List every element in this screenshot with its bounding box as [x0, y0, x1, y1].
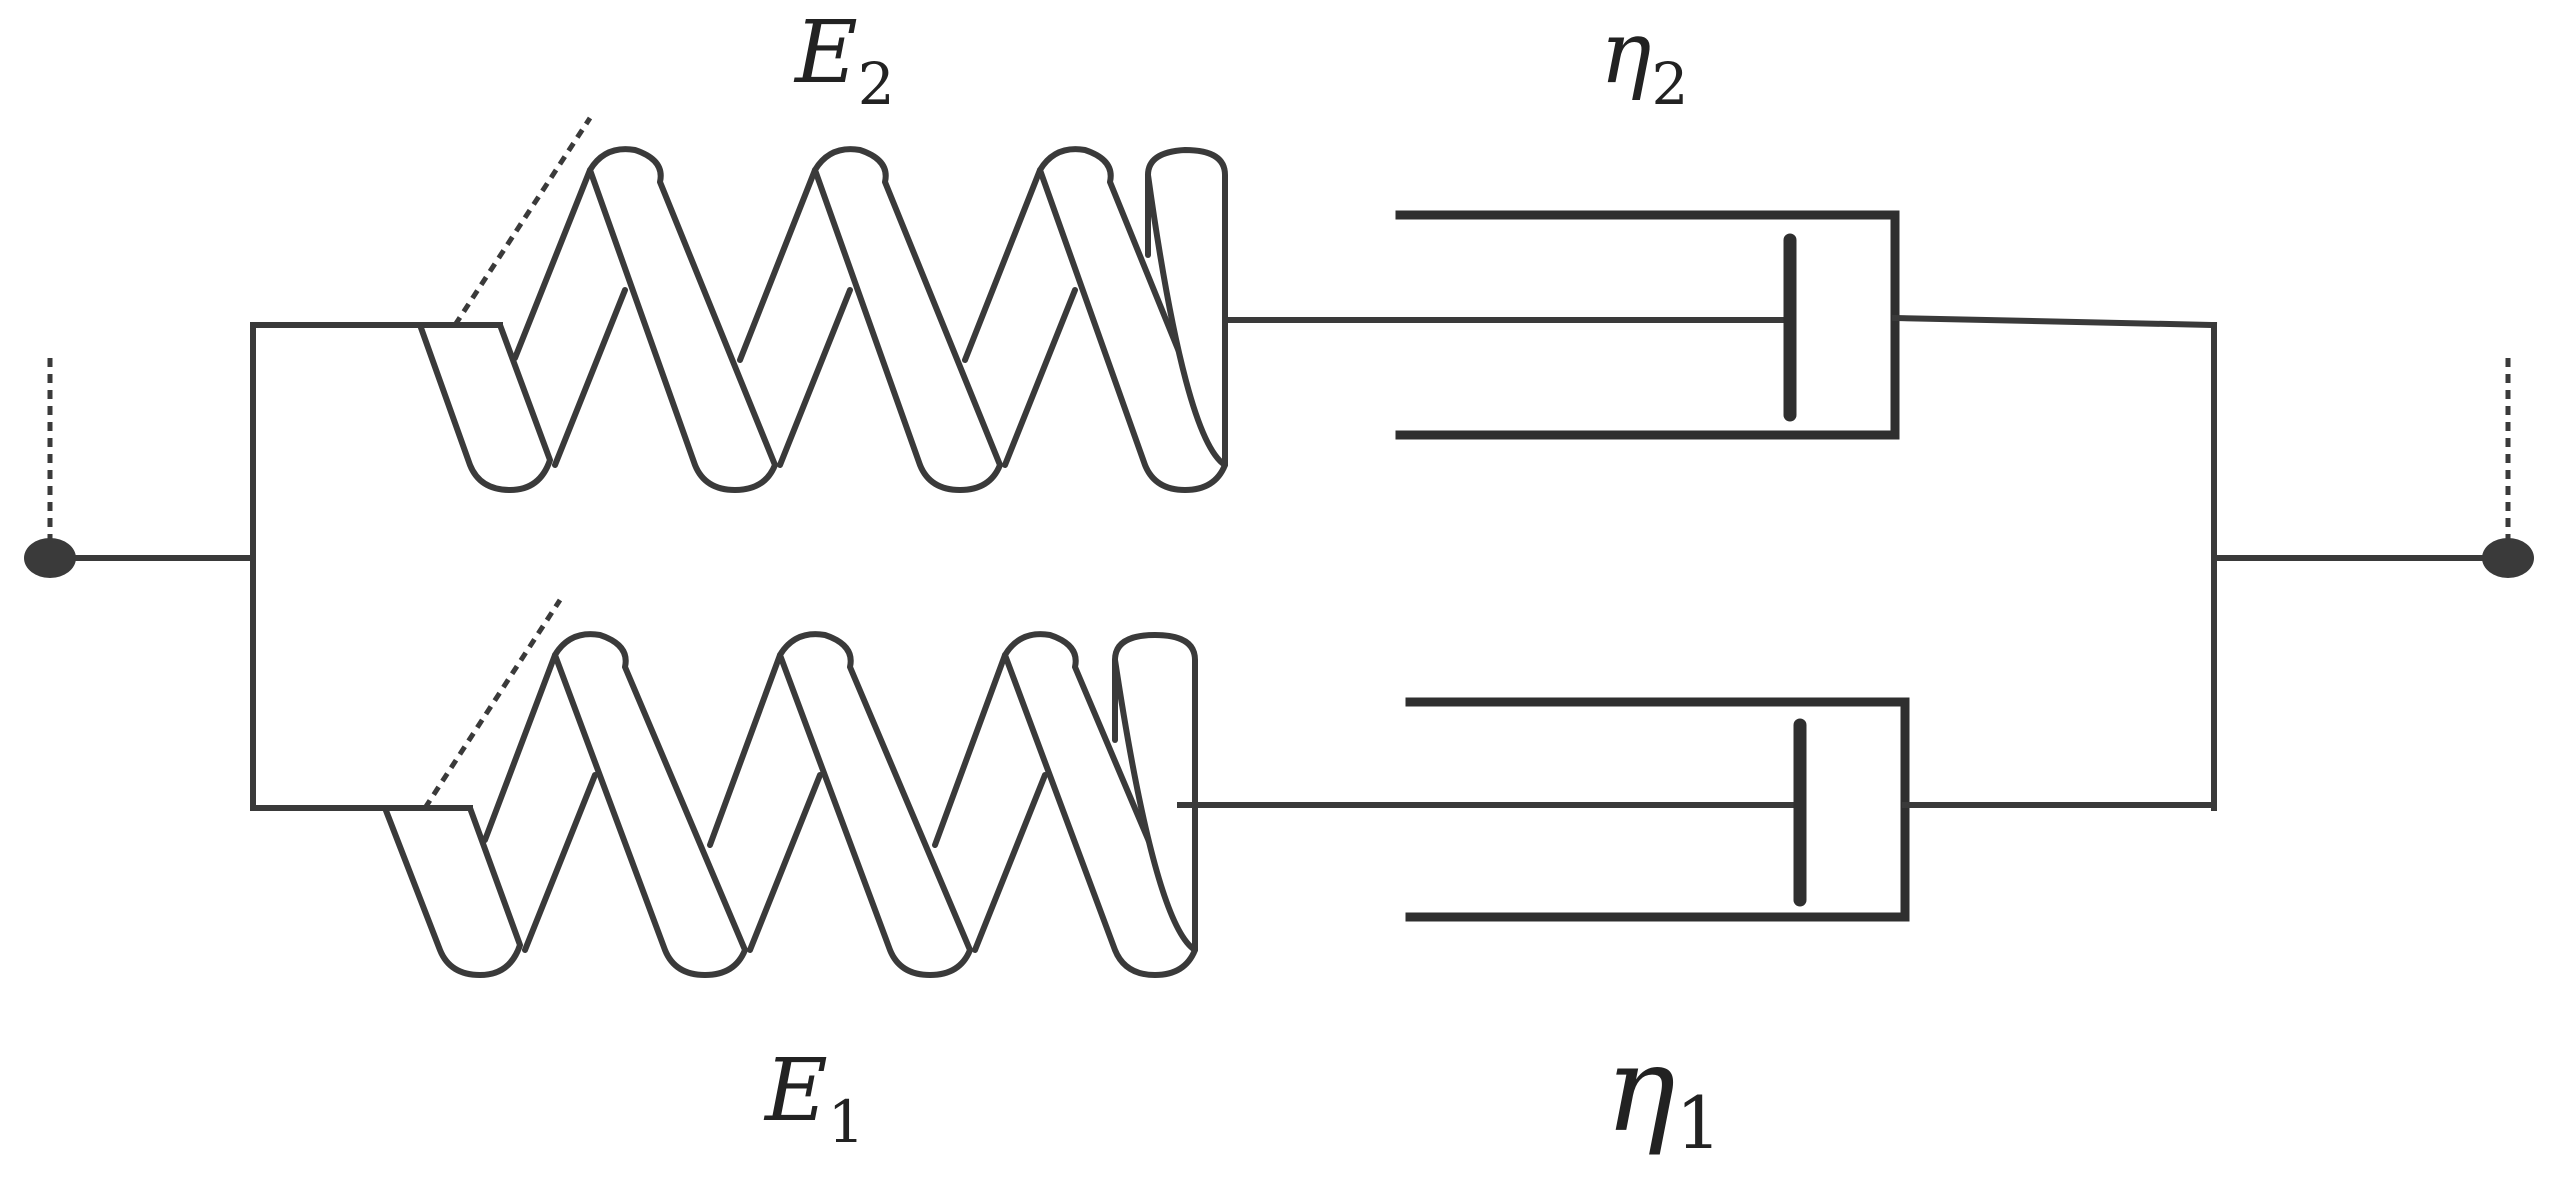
label-eta1: η1	[1605, 1020, 1722, 1165]
label-eta2: η2	[1600, 3, 1688, 118]
spring-top	[417, 116, 1793, 493]
spring-bottom	[382, 598, 1803, 978]
dashpot-top	[1395, 210, 2218, 440]
right-terminal	[2482, 358, 2534, 578]
connecting-wires	[47, 322, 2511, 811]
label-e1: E1	[763, 1041, 865, 1156]
left-terminal	[24, 358, 76, 578]
label-e2: E2	[793, 3, 895, 118]
dashpot-bottom	[1405, 697, 2217, 922]
